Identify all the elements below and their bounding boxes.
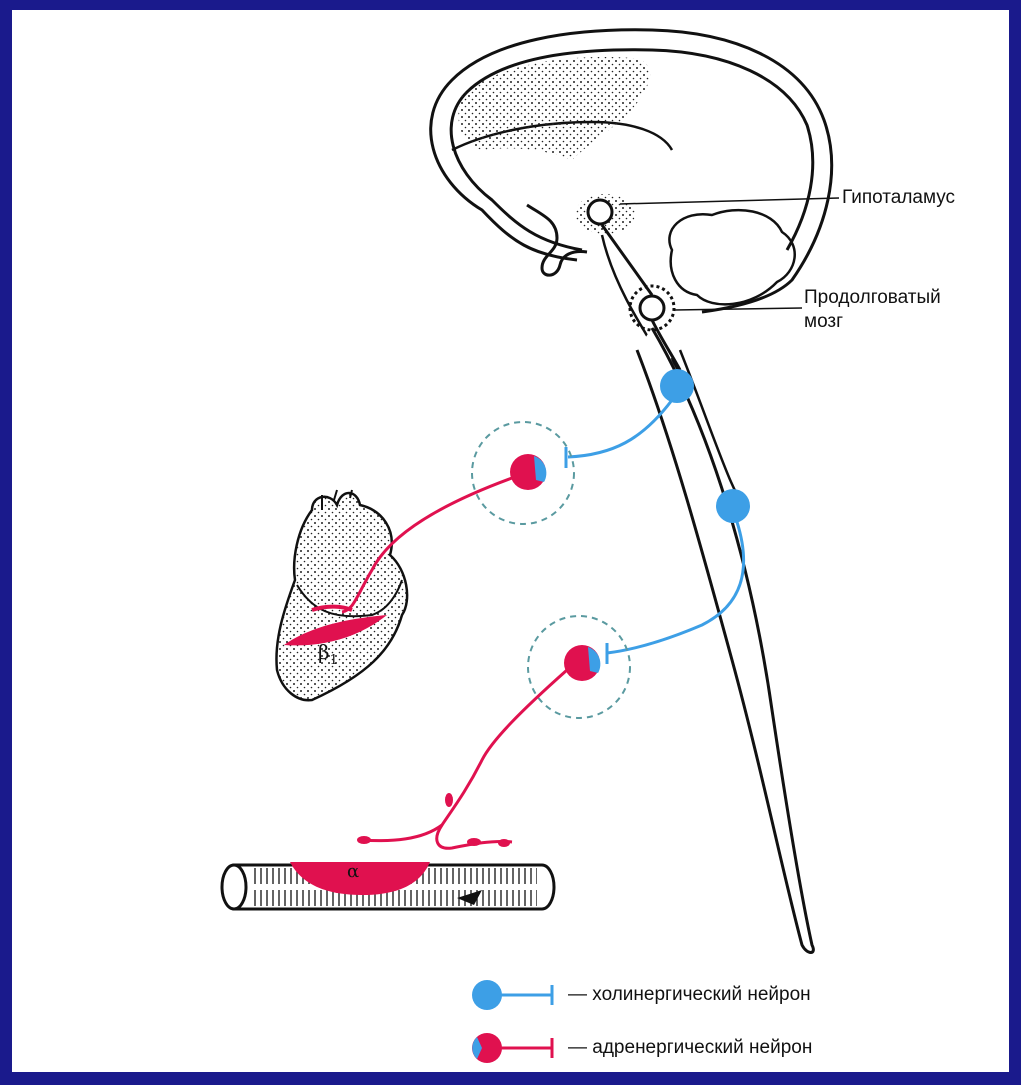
- ganglion-lower: [528, 616, 630, 718]
- ganglion-upper: [472, 422, 574, 524]
- blood-vessel: [222, 862, 554, 909]
- beta-receptor-label: β1: [318, 640, 338, 673]
- cortex-shading: [458, 57, 650, 160]
- hypothalamus-label: Гипоталамус: [842, 186, 955, 210]
- legend-cholinergic-text: — холинергический нейрон: [568, 983, 811, 1007]
- medulla-label-line2: мозг: [804, 310, 843, 334]
- adrenergic-axon-vessel: [357, 670, 567, 848]
- heart: [276, 490, 407, 700]
- legend-adrenergic-glyph: [472, 1033, 552, 1063]
- brain: [431, 30, 832, 360]
- legend-cholinergic-glyph: [472, 980, 552, 1010]
- autonomic-nervous-system-diagram: [12, 10, 1009, 1072]
- diagram-frame: Гипоталамус Продолговатый мозг β1 α — хо…: [12, 10, 1009, 1072]
- legend-adrenergic-text: — адренергический нейрон: [568, 1036, 812, 1060]
- alpha-receptor-label: α: [347, 860, 359, 884]
- medulla-label-line1: Продолговатый: [804, 286, 941, 310]
